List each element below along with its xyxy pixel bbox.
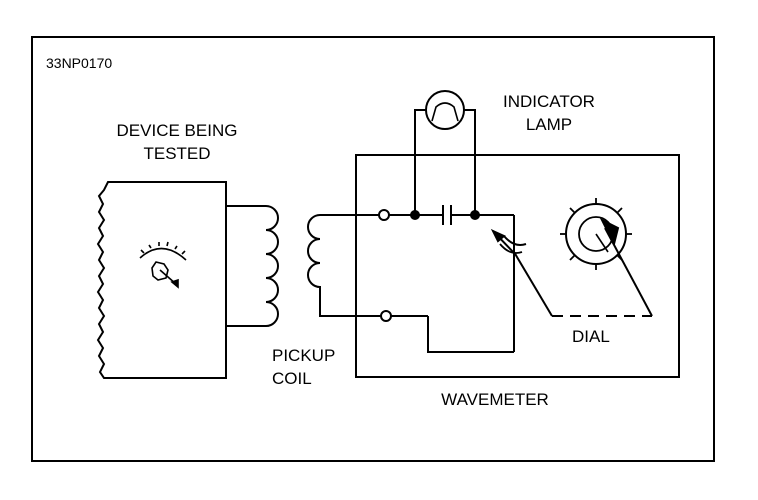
figure-frame <box>31 36 715 462</box>
figure-id: 33NP0170 <box>46 55 113 71</box>
device-label-line1: DEVICE BEING <box>116 121 238 140</box>
variable-capacitor <box>499 243 523 254</box>
dial-label: DIAL <box>572 327 610 346</box>
dial-icon <box>560 198 632 270</box>
terminal-bottom <box>380 310 392 322</box>
pickup-coil-label-line2: COIL <box>272 369 312 388</box>
device-box <box>96 181 227 379</box>
device-label-line2: TESTED <box>143 144 211 163</box>
junction-left <box>410 210 420 220</box>
wavemeter-label: WAVEMETER <box>441 390 549 409</box>
indicator-lamp-label-line1: INDICATOR <box>503 92 595 111</box>
lamp-filament <box>431 102 459 122</box>
pickup-coil <box>307 214 384 317</box>
pickup-coil-label-line1: PICKUP <box>272 346 336 365</box>
device-coil <box>226 205 279 327</box>
indicator-lamp <box>425 90 465 130</box>
junction-right <box>470 210 480 220</box>
indicator-lamp-label-line2: LAMP <box>525 115 573 134</box>
device-meter-icon <box>139 241 187 289</box>
terminal-top <box>378 209 390 221</box>
wavemeter-box <box>355 154 680 378</box>
